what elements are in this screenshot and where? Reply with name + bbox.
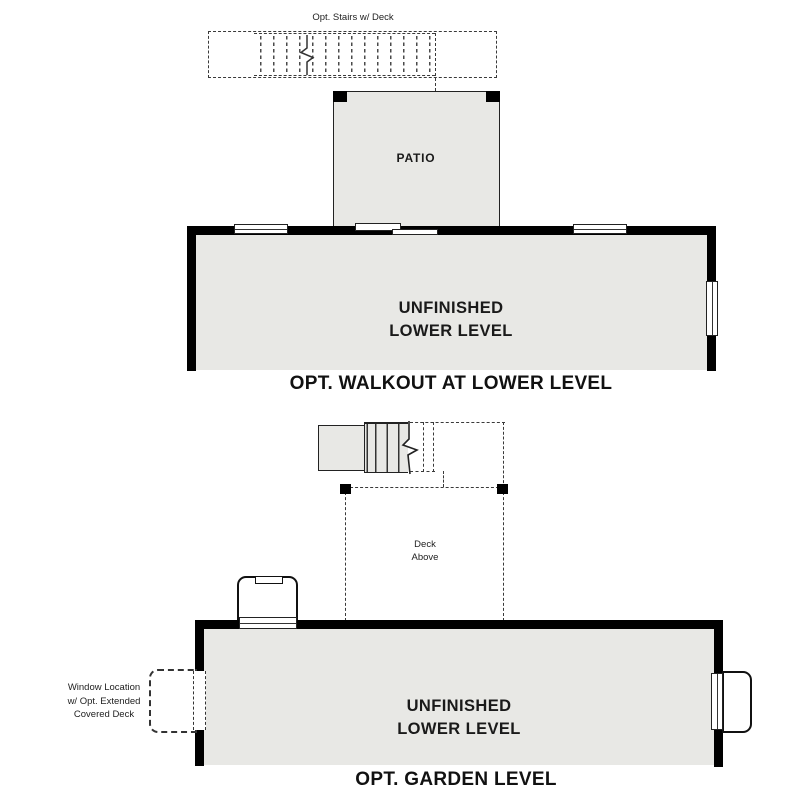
deck-above-outline [345, 487, 504, 621]
stair-dashed-top-line [410, 422, 505, 423]
stair-dashed-tread [433, 422, 434, 472]
deck-above-line: Above [411, 552, 439, 563]
opt-stairs-deck-label: Opt. Stairs w/ Deck [312, 12, 394, 23]
walkout-wall-left [187, 226, 196, 371]
room-label-line: UNFINISHED [398, 299, 504, 317]
room-label-line: LOWER LEVEL [397, 720, 521, 738]
stair-landing [318, 425, 365, 471]
room-label-line: UNFINISHED [406, 697, 512, 715]
window [234, 224, 288, 234]
note-line: Covered Deck [73, 709, 135, 720]
deck-post-right [497, 484, 508, 494]
garden-floor-area [204, 629, 714, 765]
window [573, 224, 627, 234]
stair-break-line-icon [401, 421, 419, 475]
stair-dashed-tread [423, 422, 424, 472]
room-label-line: LOWER LEVEL [389, 322, 513, 340]
patio-area [333, 91, 500, 227]
deck-above-line: Deck [414, 539, 436, 550]
window [239, 617, 297, 629]
window-location-note: Window Location w/ Opt. Extended Covered… [44, 681, 164, 722]
optional-window-location [193, 671, 206, 730]
window [711, 673, 723, 730]
sliding-door-panel [355, 223, 401, 231]
walkout-wall-top [187, 226, 716, 235]
window-well-window [255, 576, 283, 584]
garden-wall-top [195, 620, 723, 629]
garden-room-label: UNFINISHED LOWER LEVEL [309, 695, 609, 741]
garden-plan-title: OPT. GARDEN LEVEL [355, 769, 557, 790]
stairs [364, 422, 408, 473]
deck-edge-drop-line [435, 33, 436, 91]
deck-above-label: Deck Above [370, 538, 480, 564]
walkout-room-label: UNFINISHED LOWER LEVEL [301, 297, 601, 343]
opt-deck-outline [208, 31, 497, 78]
stair-dashed-right-line [503, 422, 504, 488]
sliding-door-panel [392, 229, 438, 235]
walkout-floor-area [196, 235, 707, 370]
deck-post-left [340, 484, 351, 494]
stair-dashed-side-line [443, 471, 444, 487]
opt-stair-treads [254, 33, 435, 76]
optional-window-well-dashed [149, 669, 197, 733]
patio-label: PATIO [396, 151, 436, 165]
window [706, 281, 718, 336]
note-line: w/ Opt. Extended [67, 695, 141, 707]
patio-post-right [486, 91, 500, 102]
note-line: Window Location [67, 682, 141, 693]
window-well [722, 671, 752, 733]
stair-dashed-bottom-line [410, 471, 435, 472]
stair-break-line-icon [299, 35, 315, 75]
walkout-plan-title: OPT. WALKOUT AT LOWER LEVEL [289, 373, 613, 394]
patio-post-left [333, 91, 347, 102]
